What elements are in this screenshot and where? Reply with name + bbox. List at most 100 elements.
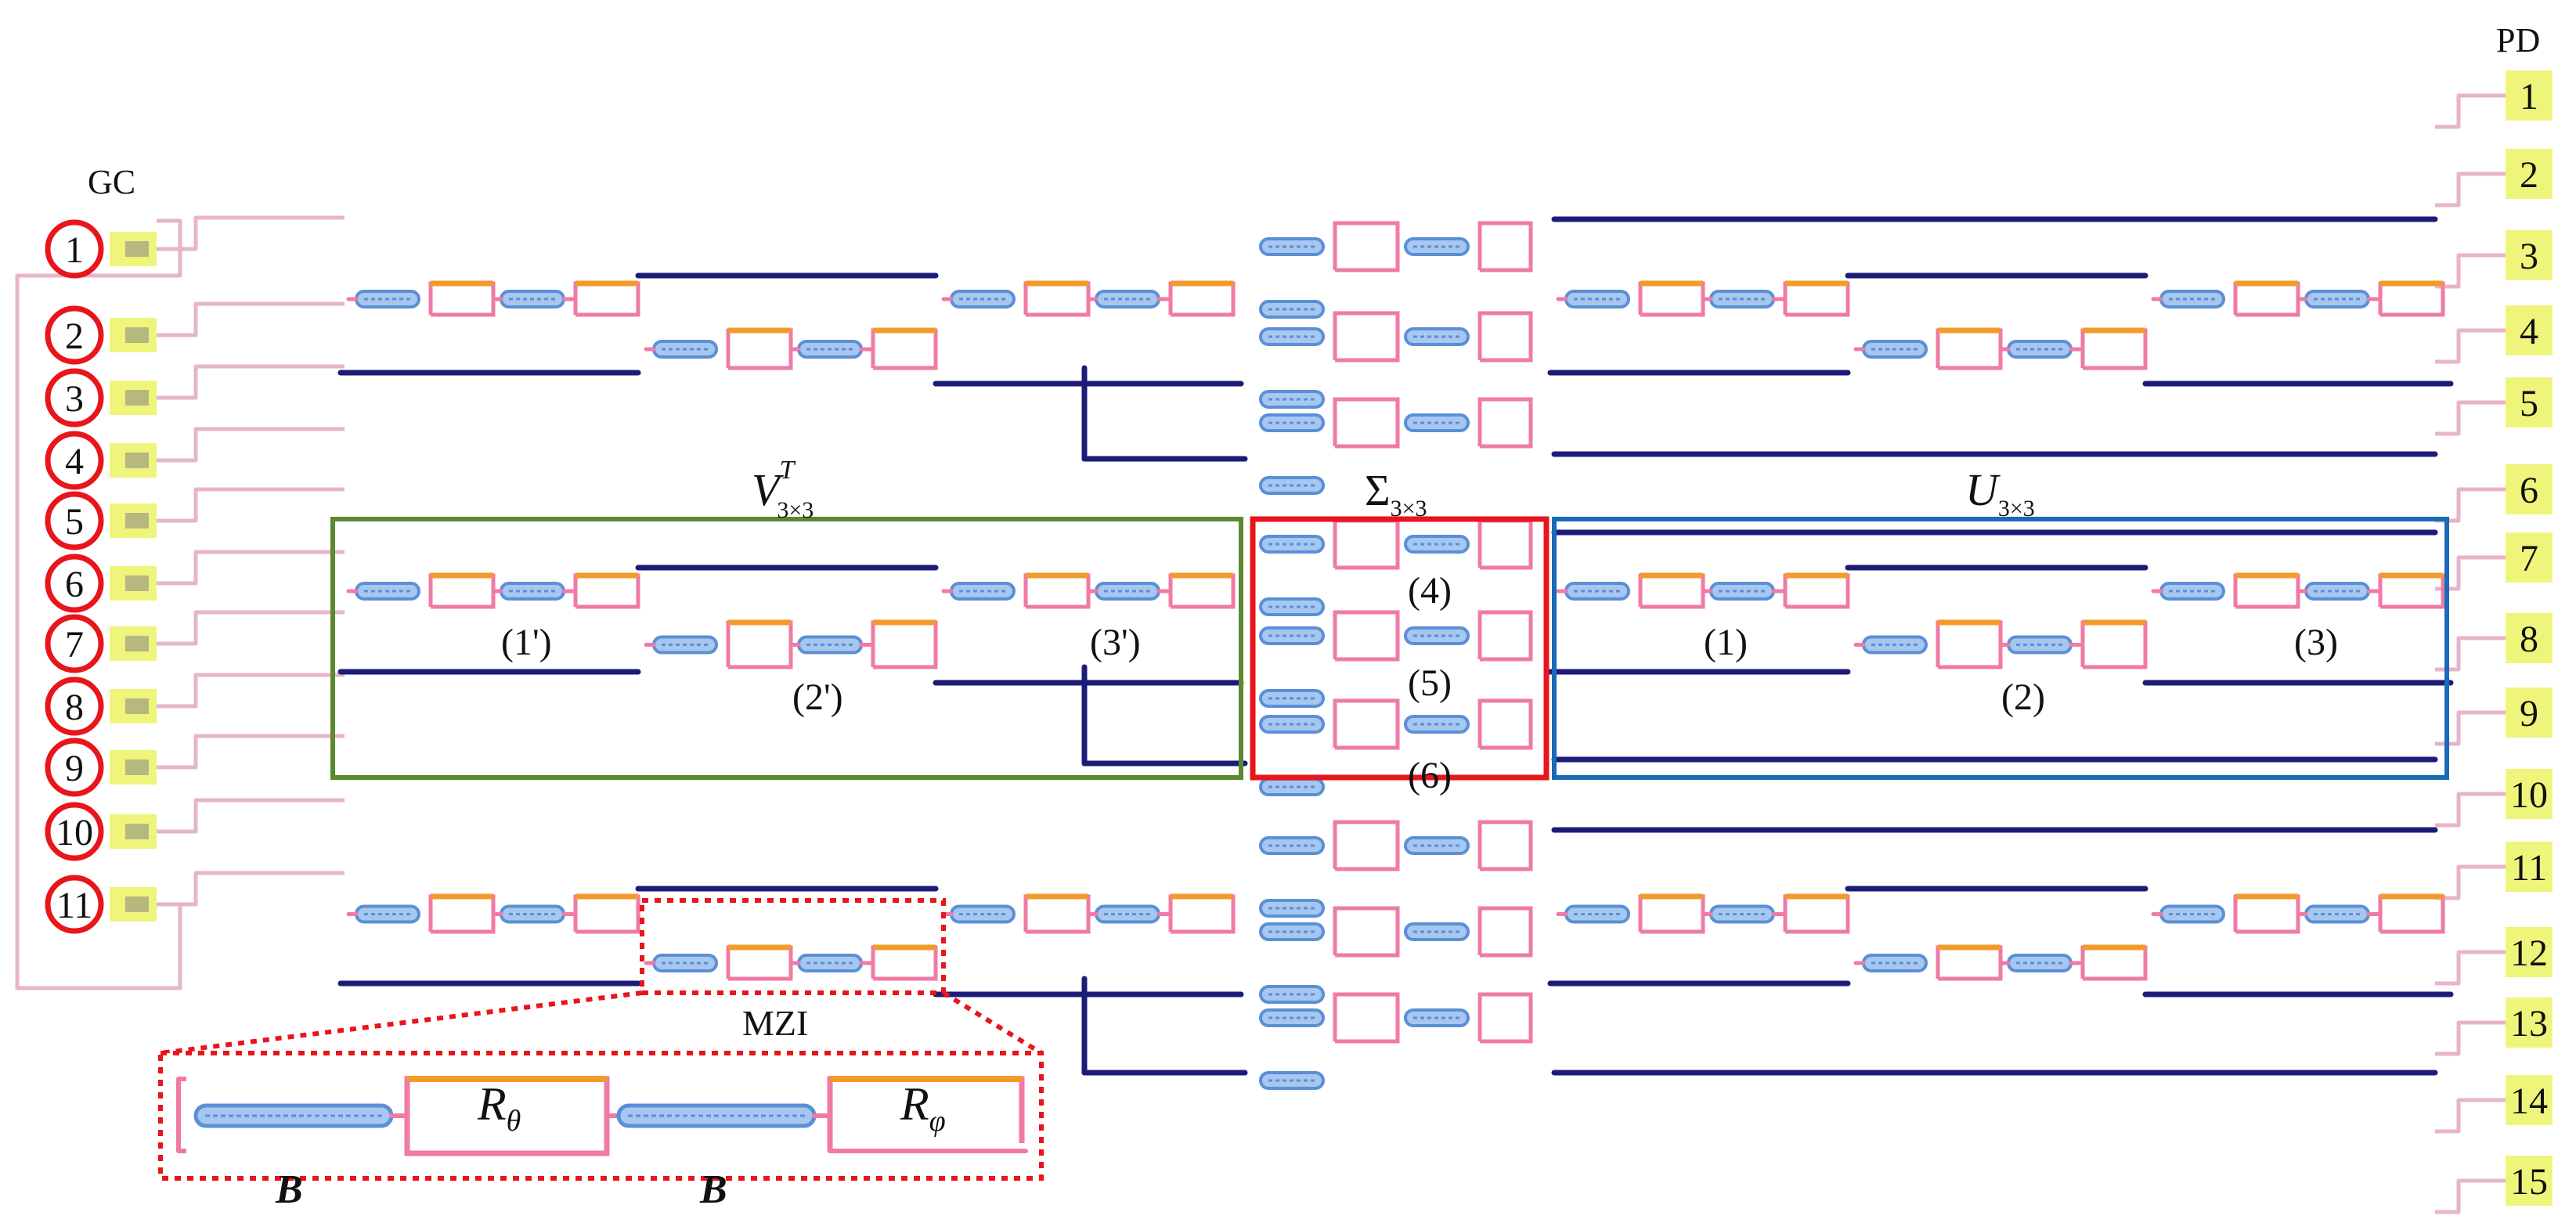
gc-port: 5 <box>45 491 157 550</box>
u-block-sub: 3×3 <box>1998 496 2035 521</box>
directional-coupler <box>1709 582 1775 601</box>
phase-shifter <box>1333 518 1400 570</box>
phase-loop <box>1783 894 1850 934</box>
phase-shifter <box>1783 572 1850 609</box>
gc-route <box>157 550 345 586</box>
pd-pad <box>2506 70 2553 121</box>
phase-loop <box>1168 573 1236 609</box>
u-block-label: U3×3 <box>1965 464 2035 521</box>
pd-port-number: 12 <box>2510 933 2548 974</box>
sigma-mzi-label-5: (5) <box>1408 662 1452 704</box>
directional-coupler <box>950 582 1016 601</box>
directional-coupler <box>797 340 863 359</box>
phase-loop <box>1023 281 1091 317</box>
gc-port: 11 <box>45 875 157 934</box>
directional-coupler <box>1404 535 1470 554</box>
sigma-mzi <box>1259 698 1533 796</box>
phase-loop <box>573 281 640 317</box>
mzi-cell <box>1556 893 1850 934</box>
pd-port-number: 6 <box>2520 470 2538 511</box>
inset-r-phi-label: Rφ <box>900 1078 946 1138</box>
v-block-frame <box>330 517 1243 780</box>
phase-loop <box>871 620 938 669</box>
pd-port: 5 <box>2506 377 2553 428</box>
phase-loop <box>1783 281 1850 317</box>
pd-port-number: 2 <box>2520 154 2538 196</box>
phase-shifter <box>1477 311 1533 363</box>
sigma-mzi <box>1259 397 1533 495</box>
phase-loop <box>726 945 793 981</box>
mzi-cell <box>941 893 1236 934</box>
v-mzi-label-1: (1') <box>501 622 552 663</box>
phase-loop <box>1477 397 1533 449</box>
u-mzi-label-3: (3) <box>2294 622 2338 663</box>
gc-pad-dot <box>125 241 149 257</box>
gc-port: 8 <box>45 676 157 736</box>
pd-route <box>2435 400 2506 436</box>
gc-pad-dot <box>125 453 149 468</box>
directional-coupler <box>2007 954 2073 972</box>
gc-port: 2 <box>45 305 157 365</box>
directional-coupler <box>797 635 863 655</box>
directional-coupler <box>2159 290 2225 308</box>
pd-pad <box>2506 230 2553 280</box>
phase-loop <box>1333 311 1400 363</box>
gc-pad-dot <box>125 390 149 406</box>
phase-loop <box>1477 221 1533 272</box>
directional-coupler <box>1404 413 1470 432</box>
phase-loop <box>2233 894 2300 934</box>
pd-pad <box>2506 842 2553 892</box>
phase-shifter <box>871 327 938 370</box>
gc-pad-dot <box>125 824 149 839</box>
gc-port: 1 <box>45 219 157 279</box>
directional-coupler <box>1564 290 1630 308</box>
directional-coupler <box>1259 922 1325 941</box>
pd-port-number: 3 <box>2520 236 2538 277</box>
pd-port-number: 5 <box>2520 383 2538 424</box>
phase-shifter <box>1783 280 1850 317</box>
phase-shifter <box>1936 944 2003 981</box>
directional-coupler <box>1259 626 1325 645</box>
phase-loop <box>2378 894 2445 934</box>
phase-shifter <box>1638 280 1705 317</box>
gc-port-circle <box>45 554 104 613</box>
phase-loop <box>1638 281 1705 317</box>
gc-route <box>157 215 345 251</box>
pd-port: 7 <box>2506 532 2553 583</box>
gc-route <box>157 871 345 907</box>
phase-loop <box>1638 894 1705 934</box>
v-block-sup: T <box>779 456 796 485</box>
phase-shifter <box>1333 820 1400 871</box>
mzi-cell <box>941 572 1236 609</box>
phase-loop <box>1023 573 1091 609</box>
pd-route <box>2435 93 2506 129</box>
directional-coupler <box>797 954 863 972</box>
phase-loop <box>1477 906 1533 958</box>
gc-route <box>157 427 345 463</box>
phase-loop <box>726 620 793 669</box>
gc-port-circle <box>45 368 104 428</box>
gc-port-number: 8 <box>65 687 84 728</box>
mzi-inset-title: MZI <box>742 1003 808 1043</box>
directional-coupler <box>500 290 565 308</box>
directional-coupler <box>950 904 1016 924</box>
gc-route <box>157 798 345 834</box>
phase-loop <box>428 281 496 317</box>
directional-coupler <box>1709 290 1775 308</box>
v-mzi-label-3: (3') <box>1090 622 1141 663</box>
phase-shifter <box>1333 221 1400 272</box>
directional-coupler <box>1095 582 1160 601</box>
gc-loopback <box>15 218 182 990</box>
pd-route <box>2435 171 2506 207</box>
pd-port: 11 <box>2506 842 2553 892</box>
phase-shifter <box>1477 221 1533 272</box>
directional-coupler <box>2304 582 2370 601</box>
inset-b1-label: B <box>275 1167 303 1212</box>
directional-coupler <box>1862 340 1928 359</box>
gc-port-number: 4 <box>65 441 84 482</box>
mzi-cell <box>2151 572 2445 609</box>
phase-loop <box>1477 698 1533 750</box>
phase-loop <box>428 894 496 934</box>
u-block-frame <box>1552 517 2449 780</box>
